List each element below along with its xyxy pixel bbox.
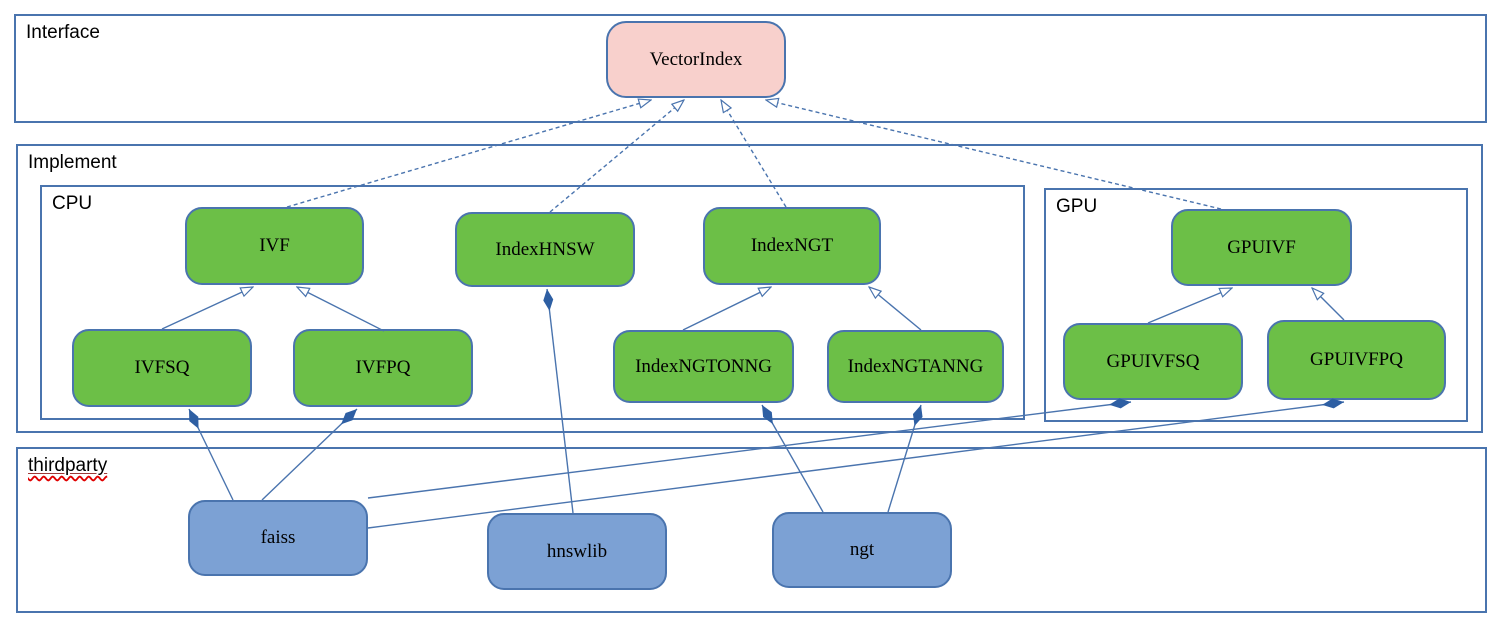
gpu-label: GPU <box>1056 196 1098 217</box>
node-ivfpq-label: IVFPQ <box>355 357 411 378</box>
node-gpuivf-label: GPUIVF <box>1227 236 1296 258</box>
node-indexngtanng[interactable]: IndexNGTANNG <box>827 330 1004 403</box>
node-indexngtanng-label: IndexNGTANNG <box>847 355 984 377</box>
node-ivfpq[interactable]: IVFPQ <box>293 329 473 407</box>
node-indexhnsw-label: IndexHNSW <box>495 238 595 260</box>
implement-label: Implement <box>28 152 117 173</box>
node-faiss-label: faiss <box>260 527 296 548</box>
node-indexngtonng-label: IndexNGTONNG <box>635 355 772 377</box>
thirdparty-label: thirdparty <box>28 455 108 476</box>
node-ngt[interactable]: ngt <box>772 512 952 588</box>
node-faiss[interactable]: faiss <box>188 500 368 576</box>
node-gpuivfsq[interactable]: GPUIVFSQ <box>1063 323 1243 400</box>
node-hnswlib-label: hnswlib <box>546 540 608 562</box>
node-ngt-label: ngt <box>849 539 875 560</box>
node-indexhnsw[interactable]: IndexHNSW <box>455 212 635 287</box>
node-gpuivfpq-label: GPUIVFPQ <box>1310 349 1403 370</box>
node-ivf[interactable]: IVF <box>185 207 364 285</box>
node-hnswlib[interactable]: hnswlib <box>487 513 667 590</box>
node-ivfsq[interactable]: IVFSQ <box>72 329 252 407</box>
node-indexngt-label: IndexNGT <box>750 235 834 256</box>
cpu-label: CPU <box>52 193 93 214</box>
node-ivfsq-label: IVFSQ <box>134 357 190 378</box>
node-gpuivfsq-label: GPUIVFSQ <box>1106 350 1200 372</box>
node-gpuivfpq[interactable]: GPUIVFPQ <box>1267 320 1446 400</box>
node-vectorindex-label: VectorIndex <box>649 48 743 70</box>
node-gpuivf[interactable]: GPUIVF <box>1171 209 1352 286</box>
node-indexngt[interactable]: IndexNGT <box>703 207 881 285</box>
node-vectorindex[interactable]: VectorIndex <box>606 21 786 98</box>
interface-label: Interface <box>26 22 100 43</box>
node-indexngtonng[interactable]: IndexNGTONNG <box>613 330 794 403</box>
node-ivf-label: IVF <box>259 235 290 256</box>
